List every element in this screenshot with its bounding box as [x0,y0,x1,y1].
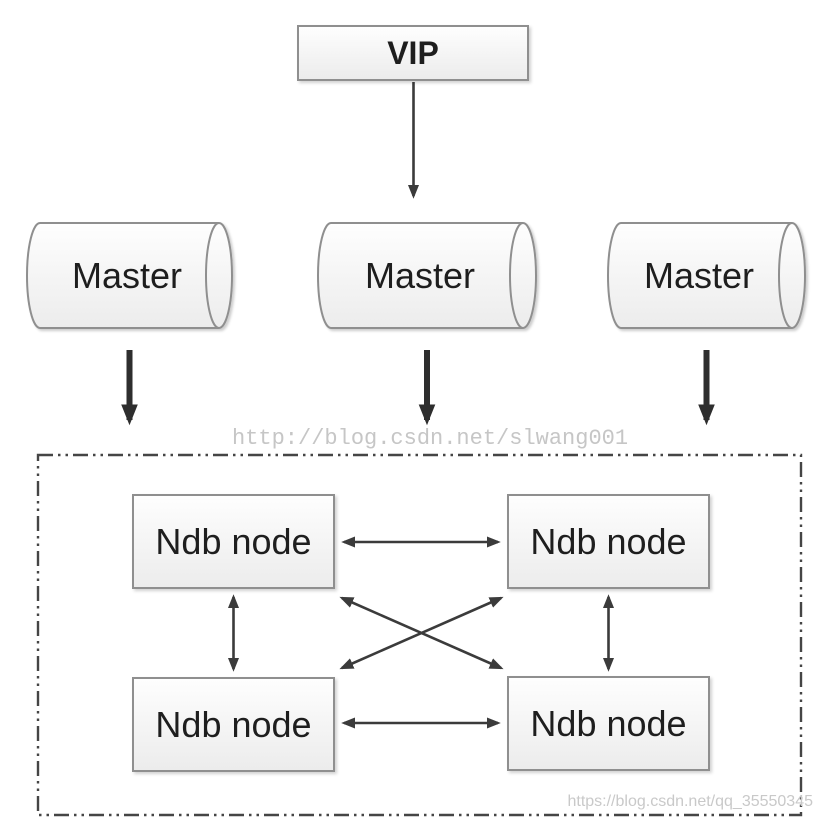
master-cylinder-3 [607,222,806,329]
ndb-node-bottom-left: Ndb node [132,677,335,772]
watermark-bottom-right: https://blog.csdn.net/qq_35550345 [567,793,813,810]
ndb-node-label: Ndb node [155,703,312,745]
ndb-node-top-right: Ndb node [507,494,710,589]
ndb-node-label: Ndb node [155,520,312,562]
ndb-cluster-border [36,453,803,817]
master-cylinder-2 [317,222,537,329]
ndb-node-label: Ndb node [530,520,687,562]
ndb-node-bottom-right: Ndb node [507,676,710,771]
ndb-node-label: Ndb node [530,702,687,744]
master-cylinder-1 [26,222,233,329]
arrow-ndb3-ndb2 [339,596,504,670]
watermark-center: http://blog.csdn.net/slwang001 [232,426,629,451]
ndb-node-top-left: Ndb node [132,494,335,589]
vip-node: VIP [297,25,529,81]
vip-label: VIP [387,34,439,71]
